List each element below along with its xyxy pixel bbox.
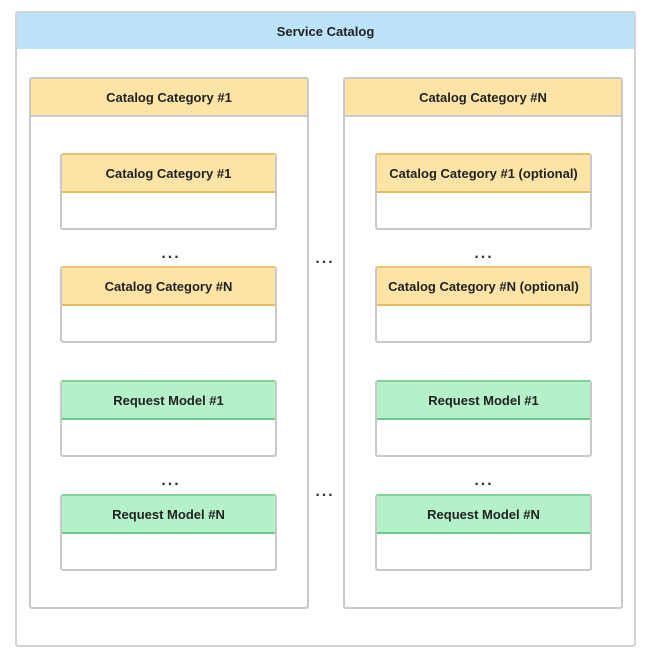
left-card-request-model-1: Request Model #1 [60, 380, 277, 457]
card-label: Catalog Category #N (optional) [377, 268, 590, 306]
column-n-header: Catalog Category #N [345, 79, 621, 117]
service-catalog-title: Service Catalog [17, 13, 634, 49]
card-label: Request Model #1 [62, 382, 275, 420]
right-card-request-model-1: Request Model #1 [375, 380, 592, 457]
ellipsis-left-models: ... [161, 472, 181, 489]
left-card-catalog-category-1: Catalog Category #1 [60, 153, 277, 230]
card-label: Catalog Category #1 (optional) [377, 155, 590, 193]
card-label: Catalog Category #N [62, 268, 275, 306]
card-label: Request Model #N [377, 496, 590, 534]
ellipsis-left-categories: ... [161, 245, 181, 262]
right-card-request-model-n: Request Model #N [375, 494, 592, 571]
left-card-request-model-n: Request Model #N [60, 494, 277, 571]
ellipsis-right-models: ... [474, 472, 494, 489]
left-card-catalog-category-n: Catalog Category #N [60, 266, 277, 343]
card-label: Catalog Category #1 [62, 155, 275, 193]
column-1-header: Catalog Category #1 [31, 79, 307, 117]
ellipsis-between-columns-top: ... [315, 250, 335, 267]
right-card-catalog-category-1-optional: Catalog Category #1 (optional) [375, 153, 592, 230]
card-label: Request Model #N [62, 496, 275, 534]
ellipsis-between-columns-bottom: ... [315, 483, 335, 500]
card-label: Request Model #1 [377, 382, 590, 420]
right-card-catalog-category-n-optional: Catalog Category #N (optional) [375, 266, 592, 343]
ellipsis-right-categories: ... [474, 245, 494, 262]
